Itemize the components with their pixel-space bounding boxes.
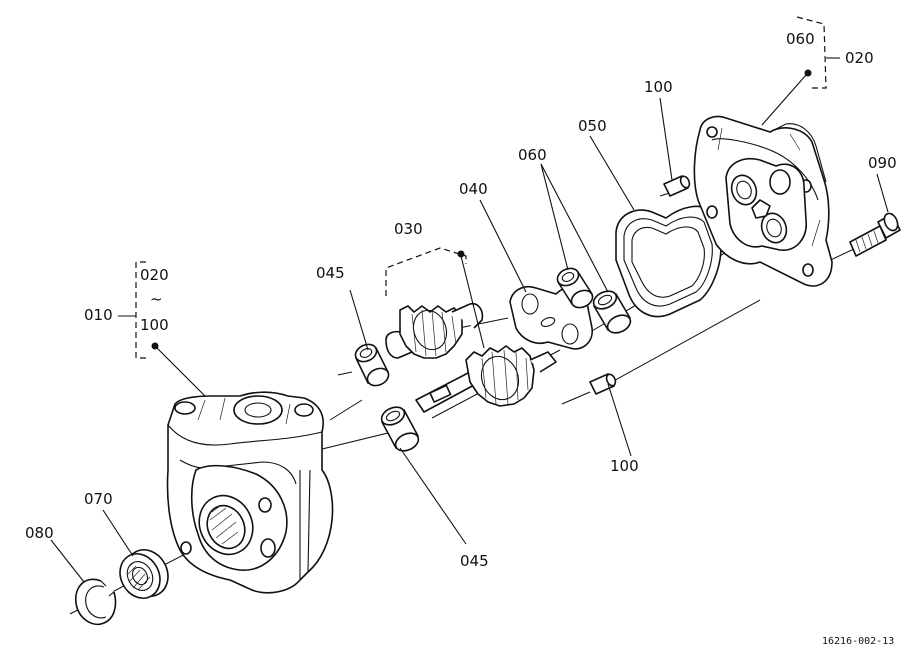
label-070: 070 bbox=[84, 490, 113, 508]
bolt-090 bbox=[849, 212, 901, 257]
label-020-top: 020 bbox=[845, 49, 874, 67]
bushing-060-lower bbox=[592, 290, 632, 334]
pump-cover-020 bbox=[693, 115, 833, 287]
label-020-left: 020 bbox=[140, 266, 169, 284]
label-045-bottom: 045 bbox=[460, 552, 489, 570]
label-100-left: 100 bbox=[140, 316, 169, 334]
part-labels: 060 020 100 050 060 090 040 030 045 020 … bbox=[25, 30, 897, 570]
label-100-top: 100 bbox=[644, 78, 673, 96]
bracket-030-group bbox=[385, 247, 467, 296]
bushing-045-bottom bbox=[380, 406, 420, 452]
dowel-pin-100-bottom bbox=[589, 373, 617, 395]
bracket-020-group bbox=[796, 16, 840, 89]
gear-pair-030 bbox=[385, 302, 557, 413]
label-030: 030 bbox=[394, 220, 423, 238]
gasket-050 bbox=[615, 205, 722, 318]
dowel-pin-100-top bbox=[663, 175, 691, 197]
label-tilde: ~ bbox=[150, 290, 163, 308]
label-100-bottom: 100 bbox=[610, 457, 639, 475]
label-010: 010 bbox=[84, 306, 113, 324]
label-050: 050 bbox=[578, 117, 607, 135]
bushing-060-upper bbox=[556, 267, 594, 309]
label-090: 090 bbox=[868, 154, 897, 172]
pump-housing-010 bbox=[166, 391, 334, 594]
label-045-top: 045 bbox=[316, 264, 345, 282]
snap-ring-080 bbox=[75, 578, 117, 625]
leader-lines bbox=[50, 69, 889, 583]
label-040: 040 bbox=[459, 180, 488, 198]
label-080: 080 bbox=[25, 524, 54, 542]
label-060-upper: 060 bbox=[786, 30, 815, 48]
oil-seal-070 bbox=[119, 549, 169, 599]
figure-code: 16216-002-13 bbox=[822, 636, 894, 647]
label-060-mid: 060 bbox=[518, 146, 547, 164]
bushing-045-top bbox=[354, 343, 390, 387]
bracket-010-group bbox=[118, 261, 146, 359]
